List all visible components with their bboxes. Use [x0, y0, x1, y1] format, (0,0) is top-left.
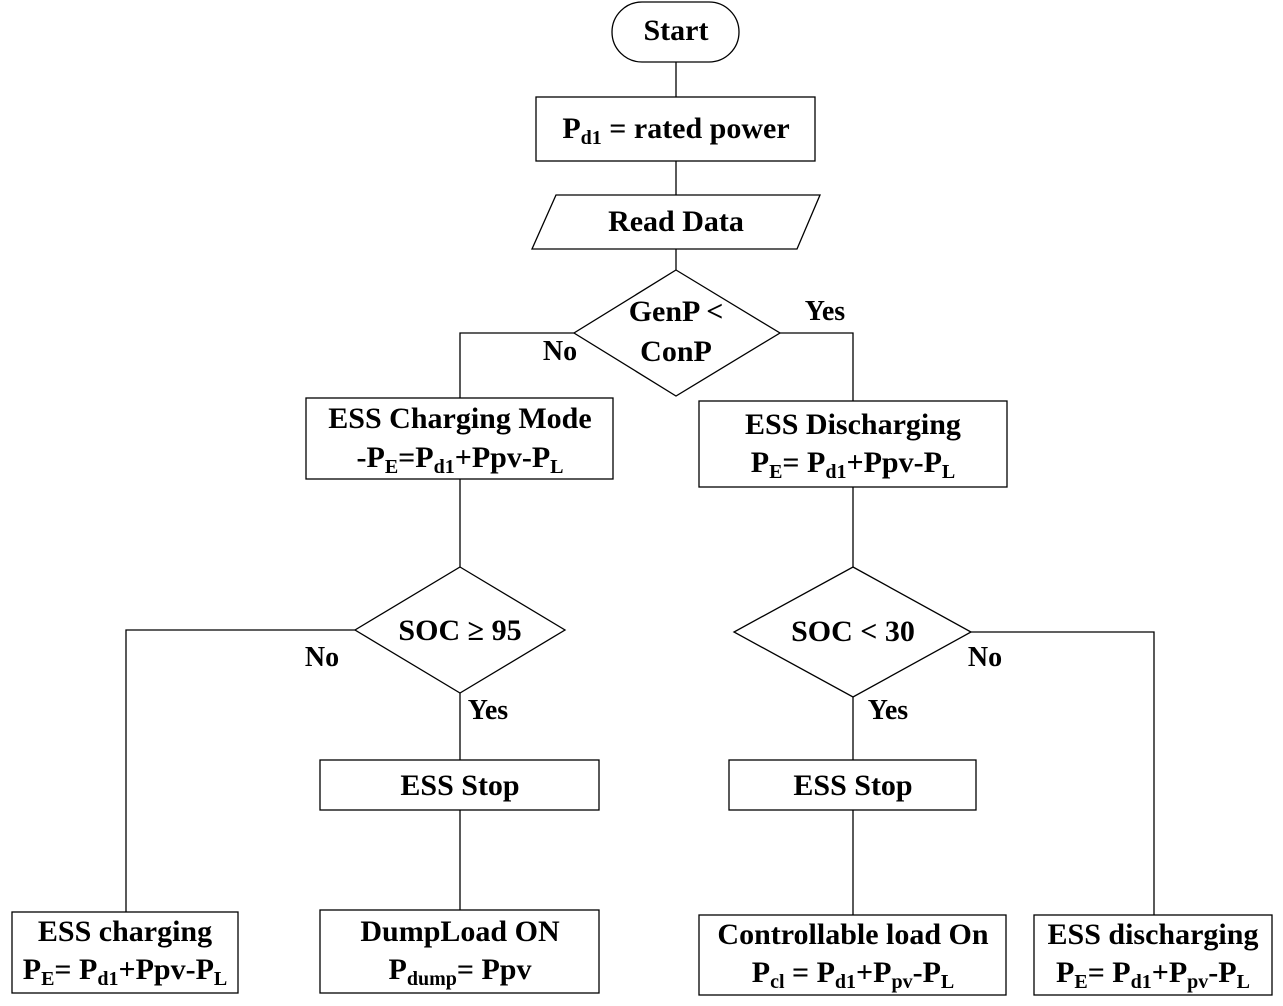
connectors	[125, 62, 1155, 915]
label-soc-high-no: No	[305, 642, 339, 673]
init-label: Pd1 = rated power	[562, 112, 789, 149]
stop-right-label: ESS Stop	[793, 769, 912, 802]
dumpload-line2: Pdump= Ppv	[389, 953, 532, 990]
stop-left-process: ESS Stop	[319, 759, 600, 811]
charging-mode-line1: ESS Charging Mode	[328, 402, 591, 435]
dumpload-line1: DumpLoad ON	[360, 915, 560, 948]
ess-charging-line1: ESS charging	[38, 915, 212, 948]
stop-right-process: ESS Stop	[728, 759, 977, 811]
dumpload-process: DumpLoad ON Pdump= Ppv	[319, 909, 600, 994]
ess-charging-process: ESS charging PE= Pd1+Ppv-PL	[11, 911, 239, 994]
discharging-line2: PE= Pd1+Ppv-PL	[751, 446, 955, 483]
label-gen-no: No	[543, 336, 577, 367]
discharging-line1: ESS Discharging	[745, 408, 961, 441]
ess-discharging-process: ESS discharging PE= Pd1+Ppv-PL	[1033, 914, 1273, 996]
connector-decision-no	[459, 332, 574, 398]
ess-discharging-line1: ESS discharging	[1048, 918, 1259, 951]
start-label: Start	[644, 14, 709, 47]
ess-discharging-line2: PE= Pd1+Ppv-PL	[1056, 956, 1250, 993]
label-gen-yes: Yes	[805, 296, 846, 327]
label-soc-low-no: No	[968, 642, 1002, 673]
discharging-process: ESS Discharging PE= Pd1+Ppv-PL	[698, 400, 1008, 488]
decision-gen-line1: GenP <	[629, 295, 724, 328]
decision-soc-high-label: SOC ≥ 95	[398, 614, 521, 647]
read-data-label: Read Data	[608, 205, 744, 238]
decision-gen-con: GenP < ConP	[572, 269, 782, 397]
decision-soc-low-label: SOC < 30	[791, 615, 915, 648]
decision-soc-high: SOC ≥ 95	[353, 566, 567, 694]
label-soc-low-yes: Yes	[868, 695, 909, 726]
charging-mode-process: ESS Charging Mode -PE=Pd1+Ppv-PL	[305, 397, 614, 480]
start-node: Start	[611, 1, 740, 63]
ess-charging-line2: PE= Pd1+Ppv-PL	[23, 953, 227, 990]
connector-soc-high-no	[125, 629, 355, 912]
decision-gen-line2: ConP	[640, 335, 712, 368]
controllable-load-process: Controllable load On Pcl = Pd1+Ppv-PL	[698, 914, 1007, 996]
read-data-io: Read Data	[530, 194, 821, 250]
init-process: Pd1 = rated power	[535, 96, 816, 162]
controllable-line2: Pcl = Pd1+Ppv-PL	[752, 956, 955, 993]
connector-soc-low-no	[971, 631, 1155, 915]
charging-mode-line2: -PE=Pd1+Ppv-PL	[357, 441, 564, 478]
label-soc-high-yes: Yes	[468, 695, 509, 726]
controllable-line1: Controllable load On	[717, 918, 988, 951]
connector-decision-yes	[780, 332, 854, 401]
decision-soc-low: SOC < 30	[732, 566, 973, 698]
stop-left-label: ESS Stop	[400, 769, 519, 802]
